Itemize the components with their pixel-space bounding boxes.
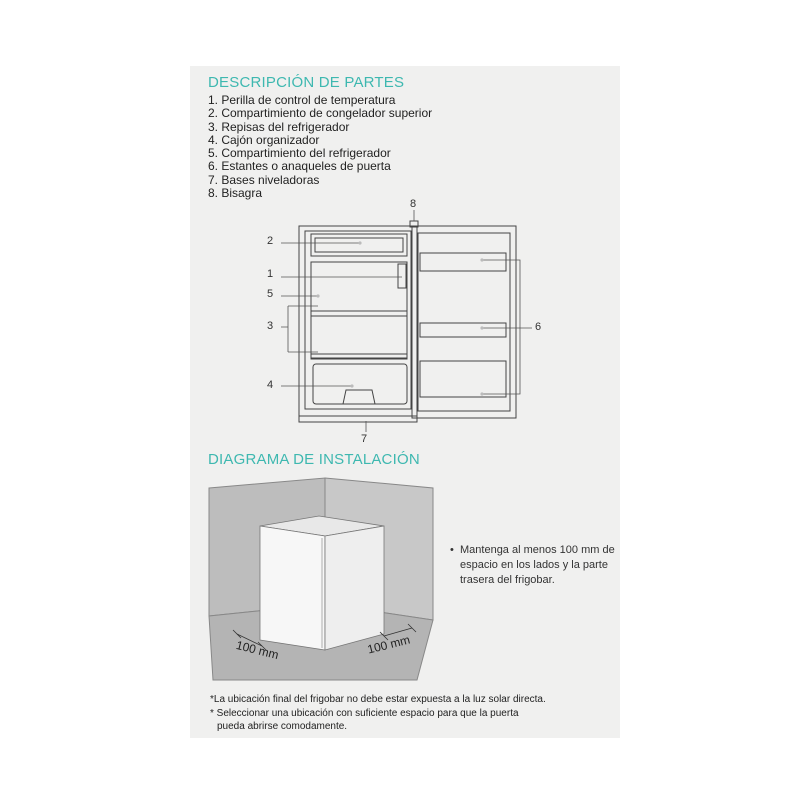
crisper-handle: [342, 389, 376, 405]
installation-section-title: DIAGRAMA DE INSTALACIÓN: [208, 451, 420, 468]
door-shelf-3: [419, 360, 507, 398]
note-bullet: •: [450, 544, 454, 556]
door-inner: [417, 232, 511, 412]
part-item-6: 6. Estantes o anaqueles de puerta: [208, 159, 391, 174]
freezer-door: [314, 237, 404, 253]
fridge-front: [259, 525, 326, 651]
callout-2: 2: [267, 235, 274, 247]
footnote-2-continued: pueda abrirse comodamente.: [217, 721, 348, 732]
shelf-lower: [310, 353, 408, 360]
callout-1: 1: [267, 268, 274, 280]
callout-6: 6: [535, 321, 542, 333]
part-item-2: 2. Compartimiento de congelador superior: [208, 106, 433, 121]
footnote-1: *La ubicación final del frigobar no debe…: [210, 694, 546, 705]
note-text: Mantenga al menos 100 mm de espacio en l…: [460, 544, 615, 586]
part-item-7: 7. Bases niveladoras: [208, 172, 320, 187]
part-item-5: 5. Compartimiento del refrigerador: [208, 146, 391, 161]
freezer-compartment: [310, 233, 408, 257]
crisper-drawer: [312, 363, 408, 405]
callout-7: 7: [361, 433, 368, 445]
door-shelf-1: [419, 252, 507, 272]
footnote-2: * Seleccionar una ubicación con suficien…: [210, 707, 519, 719]
thermostat-knob: [397, 263, 407, 289]
installation-note: • Mantenga al menos 100 mm de espacio en…: [450, 543, 620, 588]
callout-3: 3: [267, 320, 274, 332]
door-shelf-2: [419, 322, 507, 338]
shelf-upper: [310, 310, 408, 317]
callout-4: 4: [267, 379, 274, 391]
part-item-1: 1. Perilla de control de temperatura: [208, 93, 396, 107]
cabinet-inner: [304, 230, 412, 410]
part-item-8: 8. Bisagra: [208, 186, 263, 201]
part-item-4: 4. Cajón organizador: [208, 132, 320, 147]
parts-section-title: DESCRIPCIÓN DE PARTES: [208, 74, 405, 91]
callout-5: 5: [267, 288, 274, 300]
door-outline: [411, 225, 517, 419]
footnotes: *La ubicación final del frigobar no debe…: [210, 693, 610, 734]
parts-list: 1. Perilla de control de temperatura 2. …: [208, 93, 433, 201]
callout-8: 8: [410, 198, 417, 210]
fridge-side: [324, 525, 385, 651]
leveling-base: [298, 415, 418, 423]
fridge-interior: [310, 261, 408, 359]
part-item-3: 3. Repisas del refrigerador: [208, 119, 350, 134]
